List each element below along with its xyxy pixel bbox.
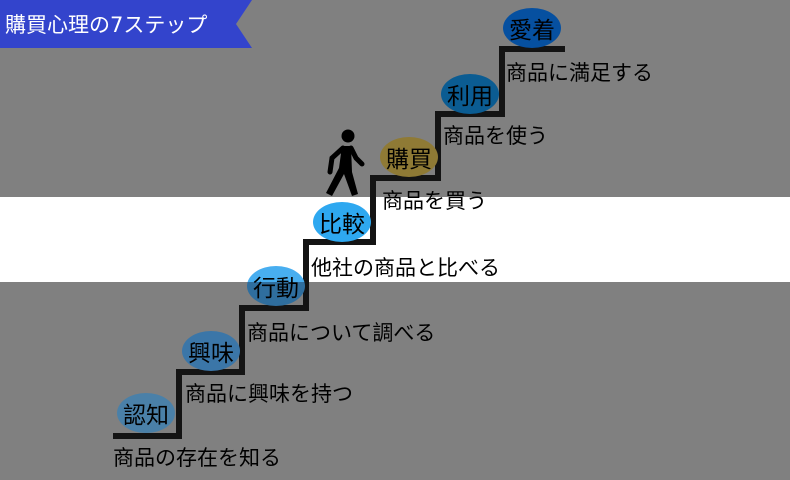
step-badge-purchase: 購買 (380, 137, 438, 177)
title-banner: 購買心理の7ステップ (0, 0, 252, 48)
step-desc-comparison: 他社の商品と比べる (311, 256, 500, 280)
step-badge-action: 行動 (247, 266, 305, 306)
step-desc-purchase: 商品を買う (382, 189, 487, 213)
step-name: 購買 (386, 147, 432, 173)
step-badge-comparison: 比較 (313, 202, 371, 242)
step-badge-interest: 興味 (182, 331, 240, 371)
step-name: 利用 (447, 84, 493, 110)
step-desc-interest: 商品に興味を持つ (185, 382, 353, 406)
step-badge-loyalty: 愛着 (503, 8, 561, 48)
page-title: 購買心理の7ステップ (5, 13, 208, 37)
step-desc-action: 商品について調べる (247, 321, 436, 345)
step-name: 認知 (123, 403, 169, 429)
step-desc-loyalty: 商品に満足する (506, 61, 653, 85)
step-badge-awareness: 認知 (117, 393, 175, 433)
step-name: 興味 (188, 341, 234, 367)
step-desc-use: 商品を使う (443, 124, 548, 148)
person-walking-icon (326, 129, 365, 196)
step-name: 行動 (253, 276, 299, 302)
step-desc-awareness: 商品の存在を知る (113, 446, 281, 470)
step-name: 愛着 (509, 18, 555, 44)
step-badge-use: 利用 (441, 74, 499, 114)
step-name: 比較 (319, 212, 365, 238)
highlight-band (0, 197, 790, 282)
